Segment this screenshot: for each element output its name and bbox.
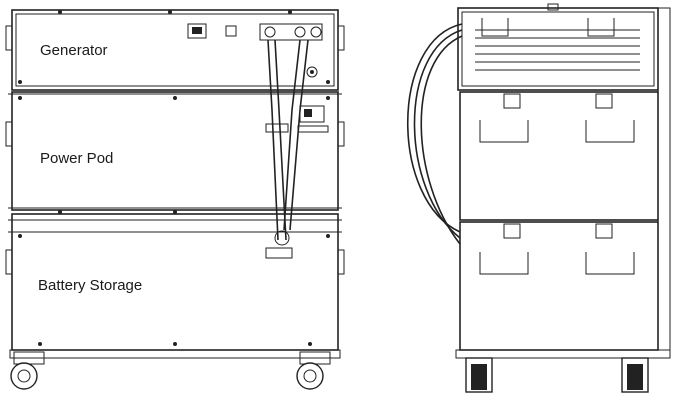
power-pod-module	[5, 91, 345, 214]
front-base	[9, 349, 341, 390]
switch-icon	[225, 25, 237, 37]
port-icon	[306, 66, 318, 78]
connector-panel	[259, 23, 323, 41]
side-view-drawing	[406, 3, 671, 393]
cables	[267, 39, 309, 241]
vent-grille	[475, 29, 640, 71]
power-pod-label: Power Pod	[40, 150, 114, 167]
outlet-icon	[187, 23, 207, 39]
handle-icon	[479, 252, 529, 275]
handle-icon	[585, 252, 635, 275]
generator-label: Generator	[40, 42, 108, 59]
handle-icon	[479, 120, 529, 143]
generator-module	[5, 9, 345, 91]
battery-storage-label: Battery Storage	[38, 277, 143, 294]
handle-icon	[585, 120, 635, 143]
wheel-icon	[296, 362, 324, 390]
wheel-icon	[10, 362, 38, 390]
battery-connector	[265, 247, 293, 259]
